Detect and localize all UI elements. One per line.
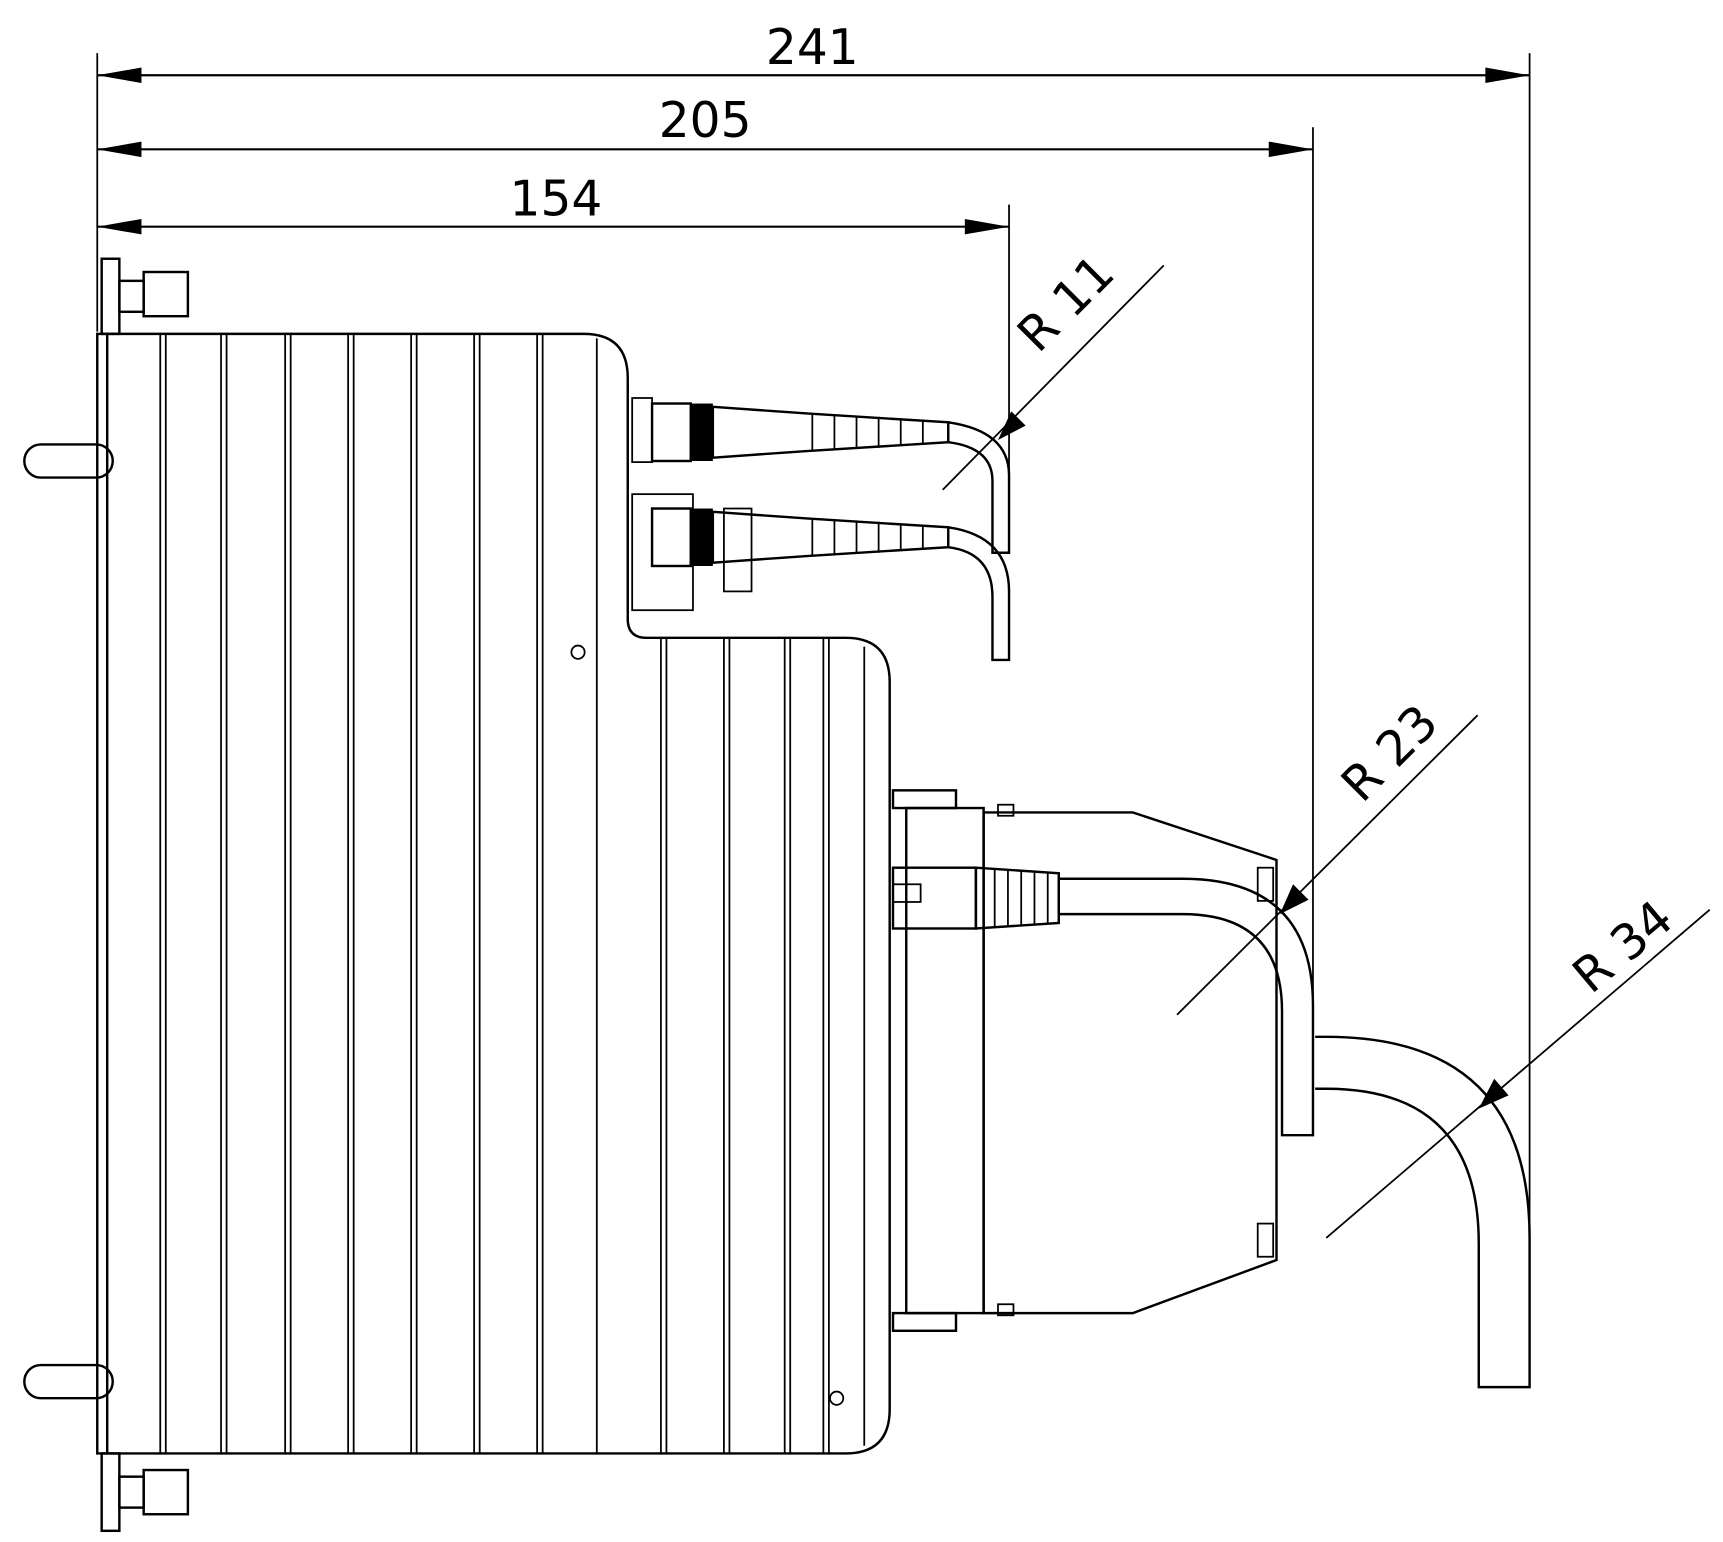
radius-callout-r34: R 34 xyxy=(1325,890,1711,1239)
dimension-154: 154 xyxy=(97,172,1010,553)
radius-label-r34: R 34 xyxy=(1563,890,1684,1004)
radius-label-r23: R 23 xyxy=(1331,695,1449,813)
dimension-label-241: 241 xyxy=(766,20,859,76)
heatsink-housing xyxy=(96,332,891,1455)
mounting-screw-top xyxy=(100,257,190,336)
radius-callout-r11: R 11 xyxy=(942,245,1165,491)
radius-callout-r23: R 23 xyxy=(1176,695,1479,1016)
dimension-241: 241 xyxy=(96,20,1531,1388)
radius-label-r11: R 11 xyxy=(1007,245,1125,363)
mounting-screw-bottom xyxy=(100,1452,190,1533)
guide-pin-bottom xyxy=(23,1363,114,1400)
dimension-205: 205 xyxy=(97,93,1314,1136)
power-connector xyxy=(891,789,1531,1389)
guide-pin-top xyxy=(23,443,114,479)
dimension-label-205: 205 xyxy=(659,93,752,149)
dimension-label-154: 154 xyxy=(510,172,603,228)
fiber-connector-top xyxy=(631,397,1011,554)
fiber-connector-bottom xyxy=(631,493,1011,662)
